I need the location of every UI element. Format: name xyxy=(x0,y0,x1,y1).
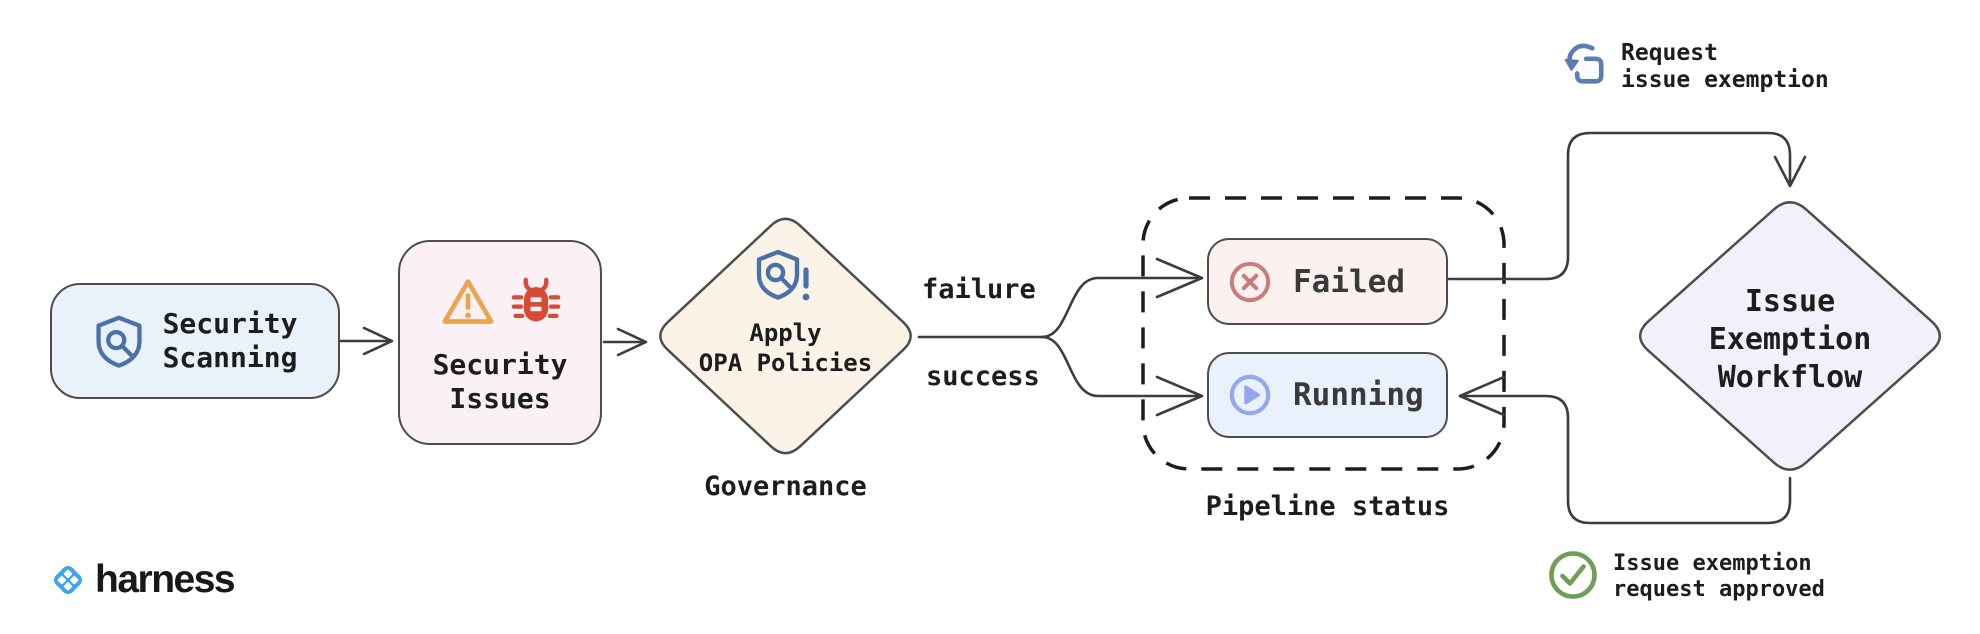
shield-search-alert-icon xyxy=(756,249,810,301)
shield-search-icon xyxy=(95,315,142,368)
issue-exemption-workflow-diamond xyxy=(1638,201,1942,471)
security-issues-node: Security Issues xyxy=(398,240,602,445)
failed-status-label: Failed xyxy=(1293,263,1405,300)
edge-failed-to-workflow xyxy=(1447,131,1792,281)
warning-triangle-icon xyxy=(441,278,494,324)
governance-caption: Governance xyxy=(704,471,867,502)
running-status-node: Running xyxy=(1207,352,1448,438)
edge-workflow-to-running xyxy=(1458,394,1792,525)
request-exemption-text: Request issue exemption xyxy=(1621,40,1829,93)
arrowhead-scanning-to-issues xyxy=(362,326,394,356)
bug-icon xyxy=(511,277,560,321)
arrowhead-failure-branch xyxy=(1155,257,1204,299)
pipeline-status-dashed-border xyxy=(1141,196,1506,471)
arrowhead-workflow-to-running xyxy=(1458,375,1506,417)
apply-opa-policies-label: Apply OPA Policies xyxy=(698,319,873,377)
circle-play-icon xyxy=(1229,374,1271,416)
security-issues-label: Security Issues xyxy=(432,347,568,415)
security-scanning-label: Security Scanning xyxy=(162,307,298,374)
arrowhead-failed-to-workflow xyxy=(1773,155,1807,188)
apply-opa-policies-diamond xyxy=(659,217,912,455)
edge-success-branch xyxy=(1040,335,1202,398)
edge-failure-branch xyxy=(1040,276,1202,339)
failure-edge-label: failure xyxy=(922,274,1036,305)
arrowhead-issues-to-opa xyxy=(616,327,648,357)
arrowhead-success-branch xyxy=(1155,375,1204,417)
circle-check-icon xyxy=(1549,551,1597,599)
success-edge-label: success xyxy=(926,361,1040,392)
harness-logo: harness xyxy=(48,558,236,602)
tap-request-icon xyxy=(1564,43,1604,84)
exemption-approved-annotation: Issue exemption request approved xyxy=(1547,549,1825,603)
security-scanning-node: Security Scanning xyxy=(50,283,340,399)
request-exemption-annotation: Request issue exemption xyxy=(1561,40,1829,94)
issue-exemption-workflow-label: Issue Exemption Workflow xyxy=(1708,284,1872,395)
failed-status-node: Failed xyxy=(1207,238,1448,325)
exemption-approved-text: Issue exemption request approved xyxy=(1613,551,1825,602)
pipeline-status-caption: Pipeline status xyxy=(1205,491,1450,522)
harness-wordmark: harness xyxy=(95,558,236,601)
circle-x-icon xyxy=(1229,261,1271,302)
harness-logo-icon xyxy=(54,566,82,594)
running-status-label: Running xyxy=(1293,377,1424,413)
